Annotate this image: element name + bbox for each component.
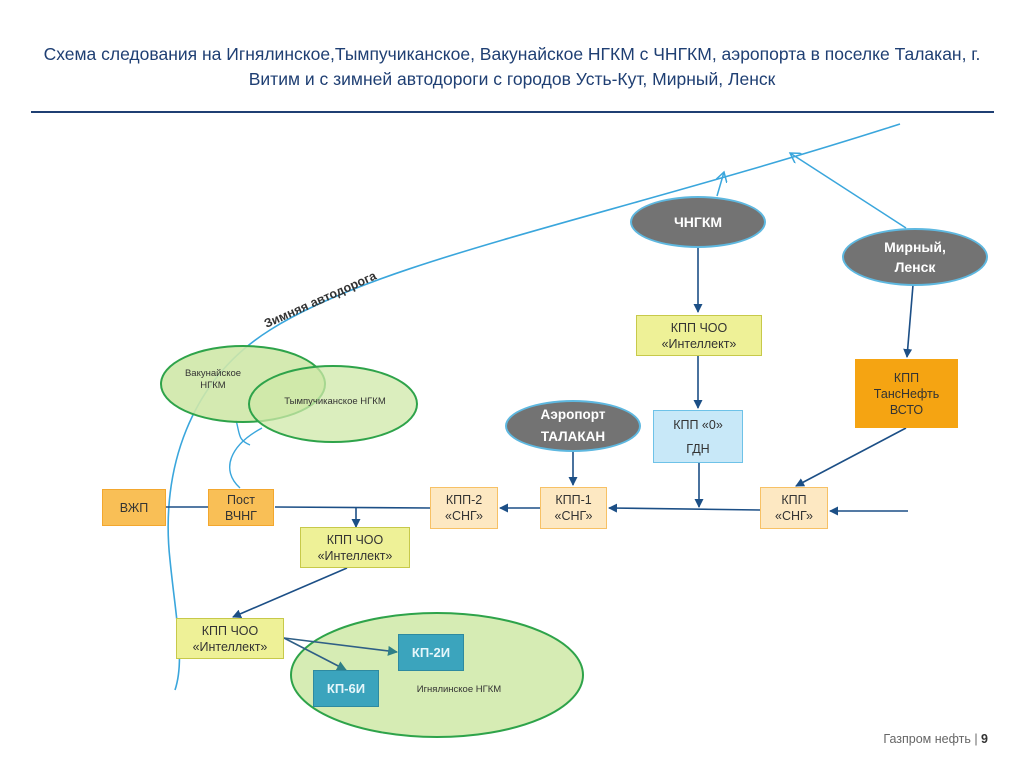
footer: Газпром нефть | 9 [883, 732, 988, 746]
kpp-0-gdn[interactable]: КПП «0» ГДН [653, 410, 743, 463]
kpp-choo-low-label: КПП ЧОО «Интеллект» [192, 623, 268, 654]
kp-6i[interactable]: КП-6И [313, 670, 379, 707]
ignyalinskoe-label: Игнялинское НГКМ [416, 684, 502, 695]
kpp-choo-intellekt-top[interactable]: КПП ЧОО «Интеллект» [636, 315, 762, 356]
footer-company: Газпром нефть | [883, 732, 978, 746]
kpp-choo-mid-label: КПП ЧОО «Интеллект» [317, 532, 393, 563]
kpp-sng-label: КПП «СНГ» [775, 493, 813, 523]
kp-2i-label: КП-2И [411, 644, 451, 660]
vakunaiskoe-label: Вакунайское НГКМ [184, 368, 242, 391]
post-vchng-label: Пост ВЧНГ [225, 492, 257, 523]
kpp-choo-low-to-kp6i-arrow [283, 637, 347, 671]
kpp-2-sng-label: КПП-2 «СНГ» [445, 493, 483, 523]
slide-title: Схема следования на Игнялинское,Тымпучик… [43, 44, 981, 89]
kpp-2-sng[interactable]: КПП-2 «СНГ» [430, 487, 498, 529]
mirny-lensk-node[interactable]: Мирный, Ленск [842, 228, 988, 286]
chngkm-label: ЧНГКМ [673, 214, 723, 230]
gdn-label: ГДН [686, 441, 710, 456]
fields-to-post-line [229, 419, 263, 489]
chngkm-node[interactable]: ЧНГКМ [630, 196, 766, 248]
kp-2i[interactable]: КП-2И [398, 634, 464, 671]
tympuchikanskoe-label: Тымпучиканское НГКМ [284, 396, 386, 407]
transneft-to-kpp-sng-arrow [795, 427, 907, 487]
kpp-sng-to-kpp1-arrow [608, 503, 761, 513]
kpp-0-label: КПП «0» [673, 417, 723, 432]
kpp-1-sng-label: КПП-1 «СНГ» [554, 493, 593, 523]
tympuchikanskoe-field [248, 365, 418, 443]
post-vchng[interactable]: Пост ВЧНГ [208, 489, 274, 526]
kp-6i-label: КП-6И [326, 680, 366, 696]
mirny-to-road-arrow [790, 153, 907, 229]
airport-label-line2: ТАЛАКАН [540, 429, 606, 444]
mirny-lensk-label: Мирный, Ленск [884, 239, 946, 275]
kpp-sng[interactable]: КПП «СНГ» [760, 487, 828, 529]
chngkm-to-road-arrow [717, 172, 724, 197]
kpp-choo-low-to-kp2i-arrow [283, 637, 398, 656]
kpp-choo-top-label: КПП ЧОО «Интеллект» [661, 320, 737, 351]
kpp-choo-intellekt-mid[interactable]: КПП ЧОО «Интеллект» [300, 527, 410, 568]
kpp2-to-post-line [274, 506, 431, 509]
page-number: 9 [981, 732, 988, 746]
winter-road-line [167, 123, 901, 691]
kpp-choo-intellekt-low[interactable]: КПП ЧОО «Интеллект» [176, 618, 284, 659]
vzhp-label: ВЖП [119, 500, 149, 515]
vzhp[interactable]: ВЖП [102, 489, 166, 526]
airport-talakan-node[interactable]: Аэропорт ТАЛАКАН [505, 400, 641, 452]
airport-label-line1: Аэропорт [540, 407, 606, 422]
kpp-transneft-label: КПП ТансНефть ВСТО [873, 370, 940, 417]
kpp-transneft-vsto[interactable]: КПП ТансНефть ВСТО [855, 359, 958, 428]
title-divider [31, 111, 994, 113]
mirny-to-transneft-arrow [903, 284, 914, 358]
kpp-choo-mid-to-low-arrow [232, 567, 348, 618]
kpp-1-sng[interactable]: КПП-1 «СНГ» [540, 487, 607, 529]
